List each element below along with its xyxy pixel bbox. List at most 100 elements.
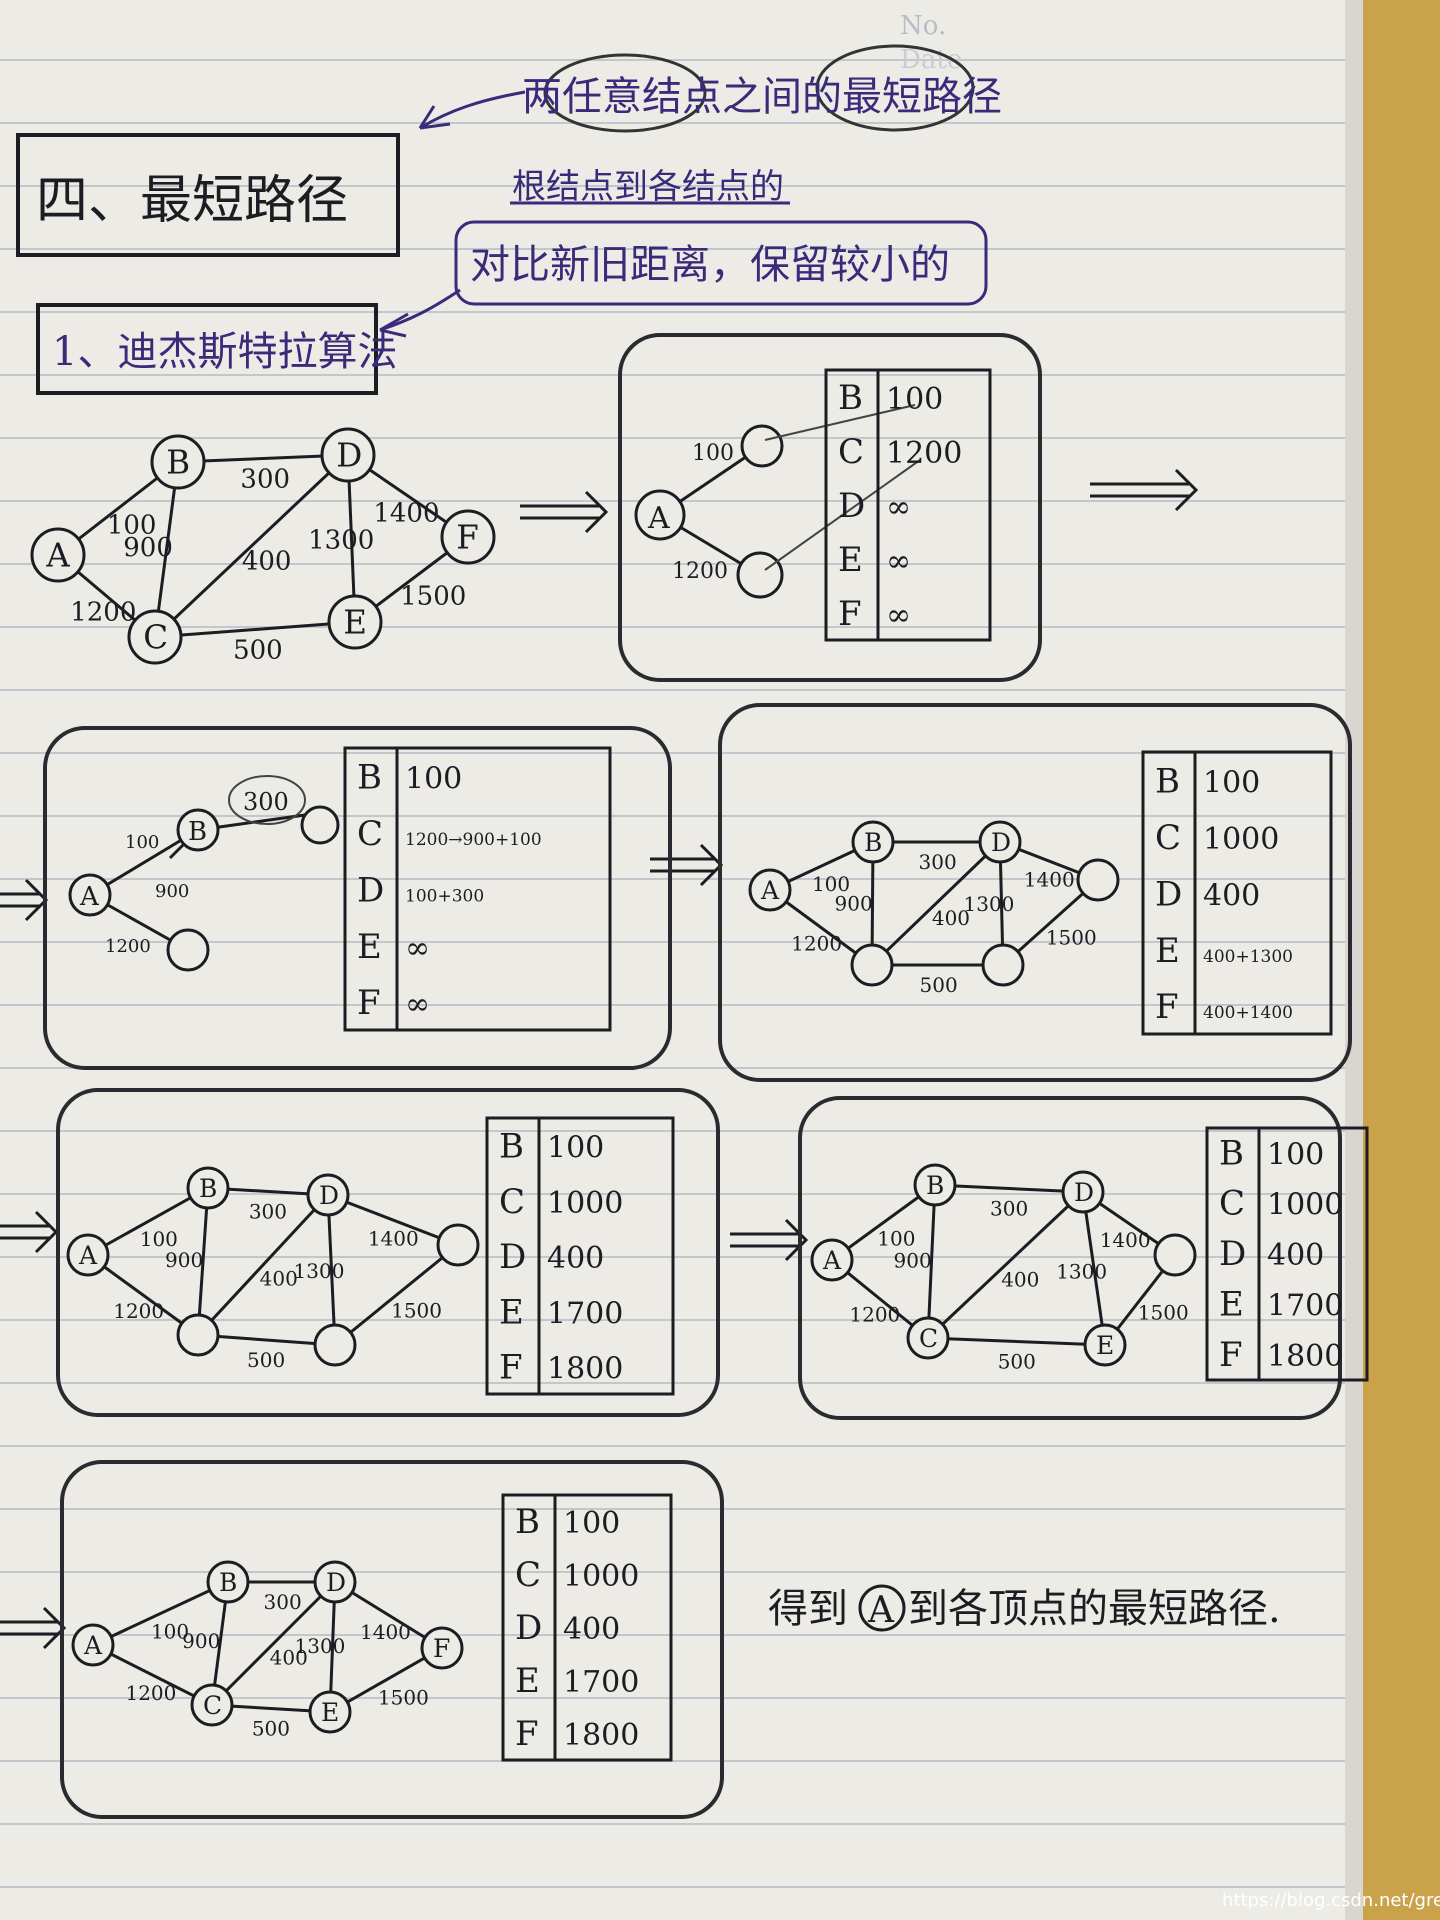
node-label-c: C [143, 619, 168, 657]
corner-no: No. [900, 11, 946, 41]
node-label-a: A [83, 1631, 103, 1660]
node-b [186, 1166, 230, 1210]
panel-frame [60, 1460, 724, 1819]
edge-cd [870, 840, 1002, 967]
table-node-f: F [499, 1348, 523, 1388]
edge-weight-ab: 100 [692, 441, 734, 466]
table-dist-d: 400 [563, 1612, 620, 1647]
node-c [850, 943, 894, 987]
table-node-d: D [515, 1608, 542, 1648]
paper-edge [1345, 0, 1363, 1920]
node-label-e: E [1096, 1331, 1114, 1360]
table-dist-f: 1800 [1267, 1339, 1343, 1374]
edge-weight-df: 1400 [1100, 1228, 1151, 1252]
panel-frame [618, 333, 1042, 682]
edge-weight-ef: 1500 [1138, 1300, 1189, 1324]
table-dist-b: 100 [1267, 1137, 1324, 1172]
arrow-head [1174, 468, 1199, 512]
edge-weight-bc: 900 [894, 1249, 932, 1273]
table-node-f: F [838, 594, 862, 634]
node-a [810, 1238, 854, 1282]
node-label-d: D [991, 828, 1011, 857]
edge-weight-bd: 300 [264, 1590, 302, 1614]
arrow-head [784, 1218, 809, 1262]
node-label-a: A [45, 537, 70, 575]
node-label-e: E [343, 604, 367, 642]
edge-weight-cd: 400 [242, 547, 292, 577]
edge-weight-ac: 1200 [105, 936, 151, 957]
table-dist-d: ∞ [886, 490, 911, 525]
node-label-a: A [822, 1246, 842, 1275]
edge-weight-ce: 500 [233, 636, 283, 666]
table-dist-e: 1700 [1267, 1288, 1343, 1323]
edge-weight-ac: 1200 [70, 597, 136, 627]
node-a [66, 1233, 110, 1277]
node-d [300, 805, 340, 845]
conclusion-node: A [867, 1590, 895, 1631]
edge-weight-ac: 1200 [125, 1681, 176, 1705]
node-label-a: A [78, 1241, 98, 1270]
edge-weight-ef: 1500 [378, 1685, 429, 1709]
table-dist-e: ∞ [405, 931, 430, 966]
weight-highlight [228, 775, 306, 825]
edge-de [346, 454, 357, 623]
panel-frame [43, 726, 672, 1070]
table-node-c: C [838, 432, 864, 472]
node-label-a: A [760, 876, 780, 905]
edge-weight-df: 1400 [373, 499, 439, 529]
node-b [740, 424, 784, 468]
edge-weight-ac: 1200 [113, 1299, 164, 1323]
table-node-e: E [838, 540, 863, 580]
node-label-b: B [219, 1568, 237, 1597]
node-label-c: C [203, 1691, 222, 1720]
section-title-box [16, 133, 400, 257]
edge-bd [177, 453, 349, 464]
node-f [1076, 858, 1120, 902]
node-d [1061, 1170, 1105, 1214]
table-dist-e: 400+1300 [1203, 947, 1293, 967]
node-b [150, 434, 206, 490]
table-frame [501, 1493, 673, 1762]
node-label-e: E [321, 1698, 339, 1727]
table-dist-c: 1200 [886, 436, 962, 471]
edge-ce [197, 1333, 336, 1347]
edge-ab [87, 1186, 209, 1257]
conclusion-suffix: 到各顶点的最短路径. [908, 1586, 1281, 1632]
sub-note: 根结点到各结点的 [512, 167, 784, 207]
table-node-b: B [499, 1127, 524, 1167]
table-node-f: F [1155, 987, 1179, 1027]
edge-ce [927, 1336, 1106, 1347]
table-node-c: C [499, 1182, 525, 1222]
node-b [206, 1560, 250, 1604]
node-label-b: B [166, 444, 190, 482]
node-a [71, 1623, 115, 1667]
table-node-b: B [1219, 1133, 1244, 1173]
edge-weight-bc: 900 [835, 891, 873, 915]
arrow-after-step1 [1090, 468, 1199, 512]
node-label-f: F [456, 519, 479, 557]
node-label-b: B [864, 828, 882, 857]
edge-weight-ef: 1500 [1046, 925, 1097, 949]
edge-weight-ab: 100 [125, 832, 159, 853]
table-dist-b: 100 [886, 382, 943, 417]
edge-weight-ce: 500 [252, 1716, 290, 1740]
edge-weight-cd: 400 [932, 906, 970, 930]
table-frame [824, 368, 992, 642]
table-dist-c: 1000 [563, 1559, 639, 1594]
table-dist-f: 1800 [563, 1718, 639, 1753]
node-f [440, 509, 496, 565]
